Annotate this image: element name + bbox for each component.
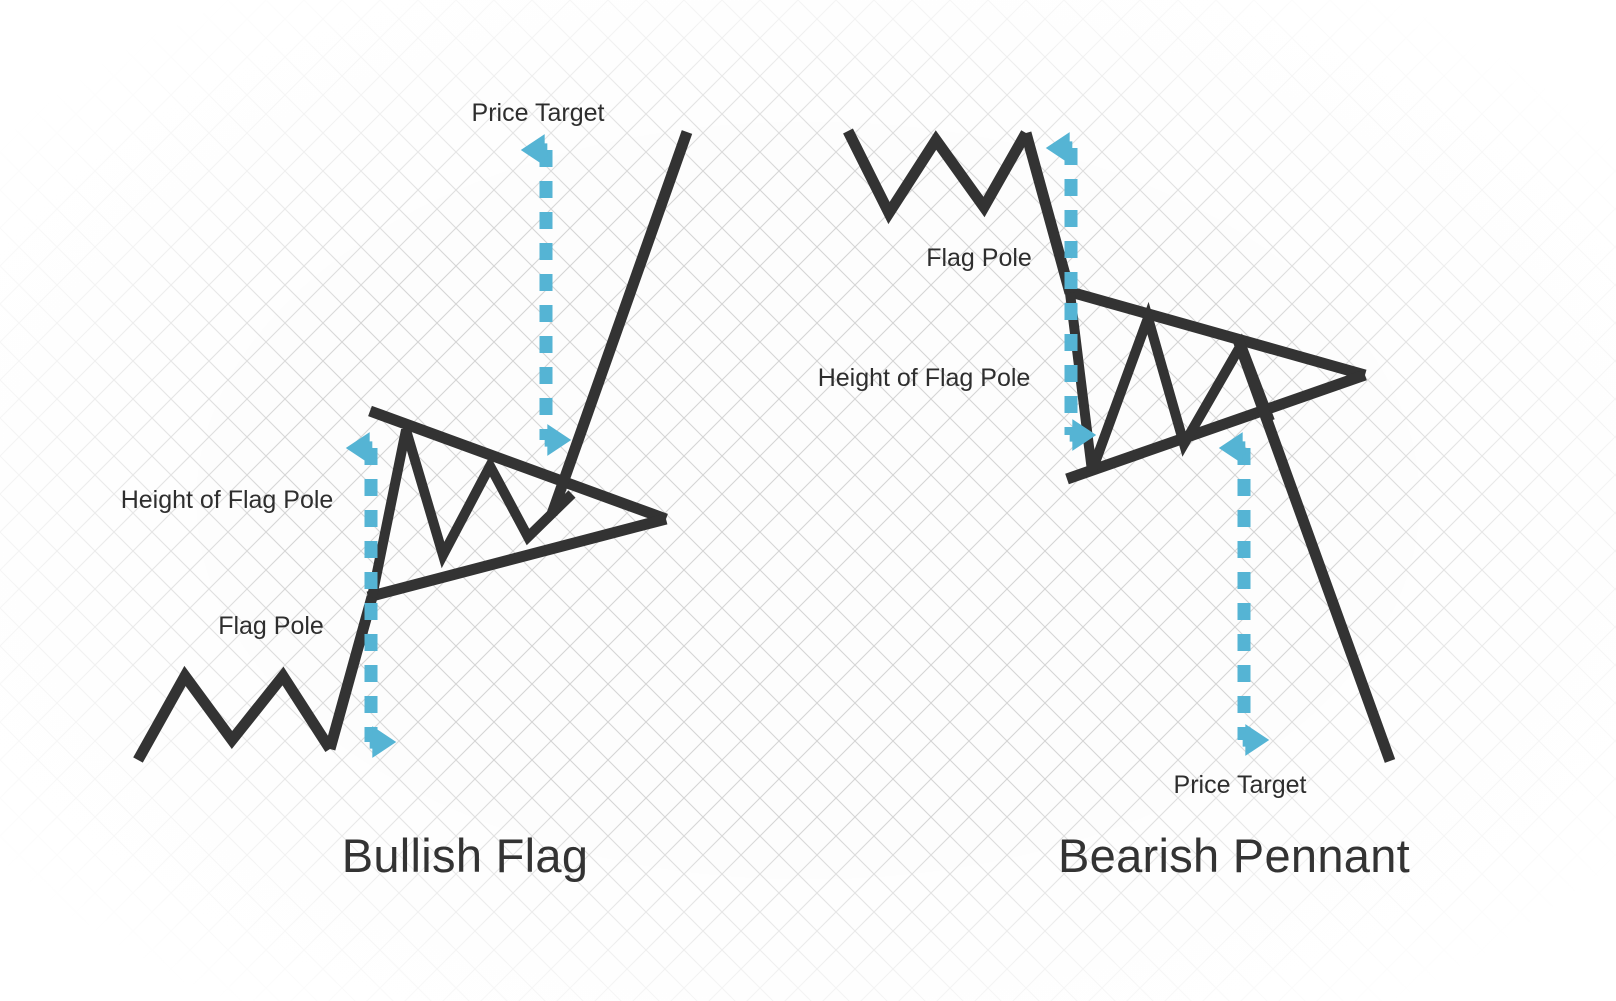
bearish-pennant-panel: Flag Pole Height of Flag Pole Price Targ… [818, 128, 1410, 882]
bearish-pennant-upper-trendline [1065, 285, 1367, 381]
bullish-pennant-upper-trendline [368, 405, 668, 525]
bullish-prior-trend-line [133, 665, 335, 763]
bearish-height-of-flag-pole-label: Height of Flag Pole [818, 364, 1031, 392]
bullish-flag-pole-label: Flag Pole [218, 612, 324, 640]
bearish-flag-pole-label: Flag Pole [926, 244, 1032, 272]
bullish-pennant-lower-trendline [366, 513, 668, 603]
bullish-pennant-consolidation-line [367, 428, 576, 598]
bullish-flag-title: Bullish Flag [342, 829, 589, 882]
bearish-prior-trend-line [843, 128, 1031, 225]
bullish-breakout-line [546, 130, 693, 516]
bullish-price-target-label: Price Target [472, 99, 605, 127]
bearish-pennant-title: Bearish Pennant [1058, 829, 1410, 882]
bullish-height-of-flag-pole-label: Height of Flag Pole [121, 486, 334, 514]
bearish-breakdown-line [1232, 338, 1396, 763]
bearish-pennant-lower-trendline [1065, 369, 1367, 485]
bullish-flag-panel: Price Target Height of Flag Pole Flag Po… [121, 99, 693, 882]
bearish-price-target-label: Price Target [1174, 771, 1307, 799]
